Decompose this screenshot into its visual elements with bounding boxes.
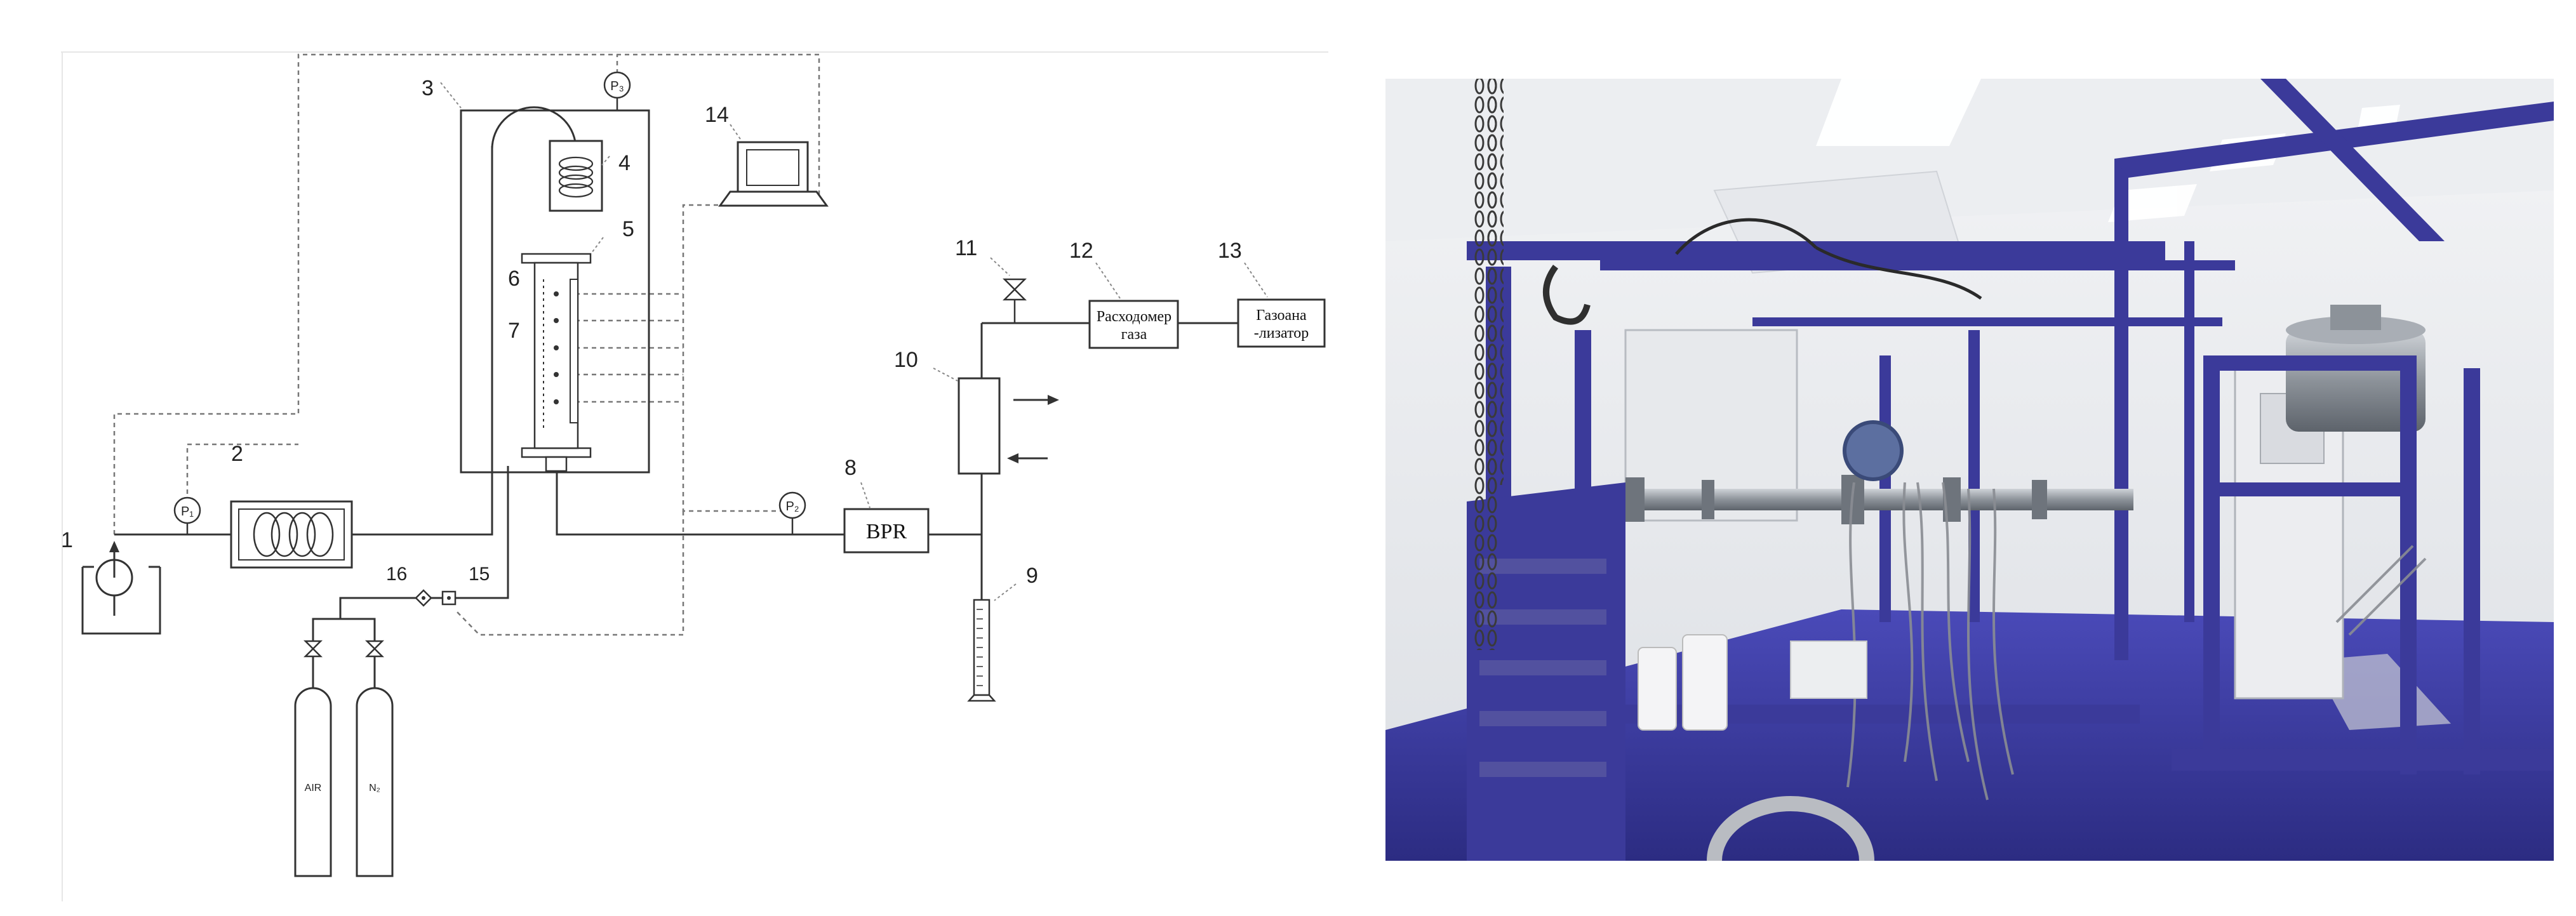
label-11: 11 (955, 236, 977, 260)
label-14: 14 (705, 103, 729, 127)
nitrogen-cylinder: N₂ (356, 640, 394, 877)
analyzer-line-2: -лизатор (1254, 325, 1309, 342)
gas-analyzer: Газоана -лизатор (1237, 298, 1326, 348)
label-7: 7 (508, 319, 520, 343)
reactor-oven: P₃ (460, 71, 650, 474)
label-6: 6 (508, 267, 520, 291)
gauge-p2-label: P₂ (785, 500, 799, 514)
label-4: 4 (618, 151, 631, 175)
gas-flowmeter: Расходомер газа (1088, 300, 1179, 349)
laptop-computer-icon (718, 141, 829, 207)
bpr-label: BPR (866, 520, 907, 543)
liquid-canisters (1638, 634, 1867, 731)
sensor-cables (1846, 482, 2427, 800)
label-8: 8 (844, 456, 857, 480)
label-16: 16 (386, 564, 407, 585)
gas-liquid-separator (958, 377, 1001, 475)
n2-cylinder-label: N₂ (369, 783, 380, 793)
label-1: 1 (61, 528, 73, 552)
flow-arrows (1007, 395, 1059, 463)
analyzer-line-1: Газоана (1256, 307, 1307, 324)
control-signal-lines (113, 53, 820, 636)
check-valve (415, 589, 432, 607)
process-schematic: 1 P₁ 2 P₃ 3 (61, 51, 1328, 901)
label-2: 2 (231, 442, 243, 466)
air-cylinder: AIR (294, 640, 332, 877)
pressure-gauge-p2: P₂ (778, 491, 806, 534)
label-15: 15 (469, 564, 490, 585)
label-9: 9 (1026, 564, 1038, 588)
outlet-valve (1002, 278, 1027, 323)
label-12: 12 (1069, 239, 1093, 263)
flowmeter-line-1: Расходомер (1097, 309, 1171, 325)
pressure-gauge-p1: P₁ (173, 496, 201, 534)
liquid-pump (81, 541, 161, 635)
flowmeter-line-2: газа (1121, 326, 1147, 343)
back-pressure-regulator: BPR (843, 508, 930, 554)
label-10: 10 (894, 348, 918, 372)
air-cylinder-label: AIR (305, 783, 322, 793)
gauge-p3-label: P₃ (610, 79, 624, 93)
label-13: 13 (1218, 239, 1242, 263)
gauge-p1-label: P₁ (181, 505, 194, 519)
reactor-tube (521, 253, 592, 472)
preheater-coil (230, 500, 353, 569)
schematic-background (61, 51, 1328, 901)
mass-flow-controller (441, 590, 457, 606)
inner-heating-coil (549, 140, 603, 212)
lab-setup-photo (1385, 79, 2554, 861)
label-3: 3 (422, 76, 434, 100)
liquid-collection-burette (967, 599, 996, 702)
label-5: 5 (622, 217, 634, 241)
